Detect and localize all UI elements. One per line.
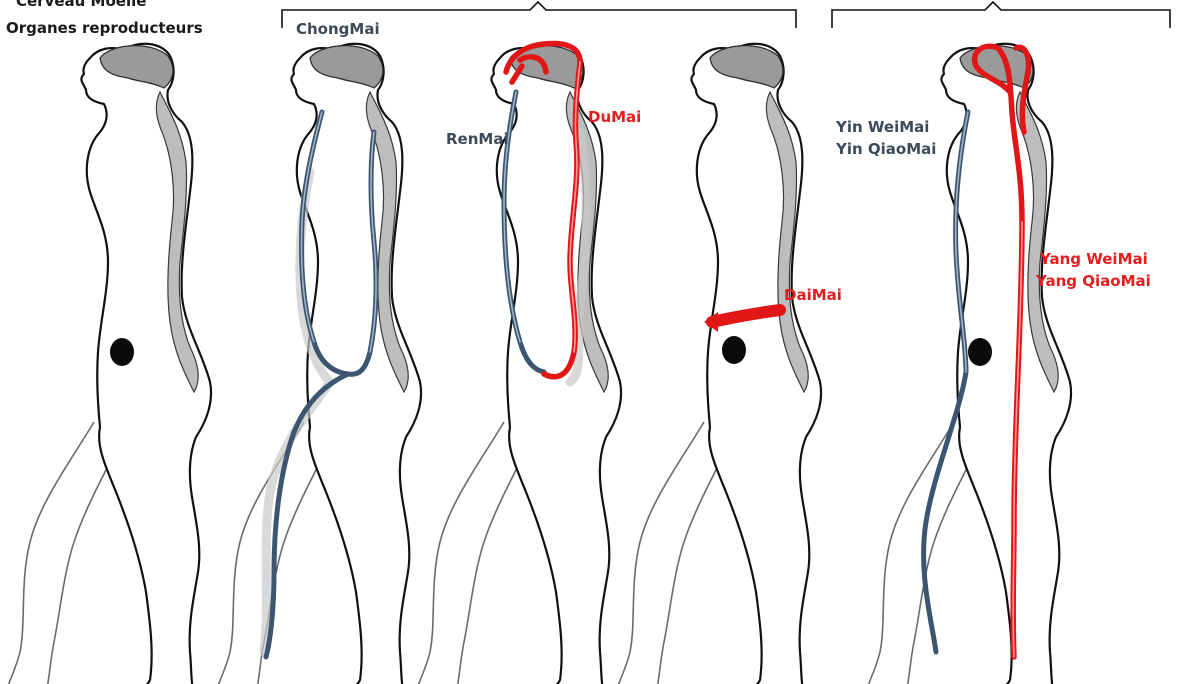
- reproductive-organ-marker-4: [722, 336, 746, 364]
- figure-brain-marrow-reproductive: [6, 44, 211, 684]
- bracket-right-group: [832, 2, 1170, 28]
- label-cerveau-moelle: Cerveau Moelle: [16, 0, 146, 11]
- label-chongmai: ChongMai: [296, 20, 380, 39]
- reproductive-organ-marker: [110, 338, 134, 366]
- figure-daimai: [616, 44, 821, 684]
- label-renmai: RenMai: [446, 130, 509, 149]
- label-daimai: DaiMai: [784, 286, 842, 305]
- reproductive-organ-marker-5: [968, 338, 992, 366]
- label-yin-qiaomai: Yin QiaoMai: [836, 140, 936, 159]
- label-yang-weimai: Yang WeiMai: [1040, 250, 1148, 269]
- label-organes-reproducteurs: Organes reproducteurs: [6, 19, 203, 38]
- label-yin-weimai: Yin WeiMai: [836, 118, 929, 137]
- label-yang-qiaomai: Yang QiaoMai: [1036, 272, 1151, 291]
- label-dumai: DuMai: [588, 108, 641, 127]
- figure-chongmai: [216, 44, 421, 684]
